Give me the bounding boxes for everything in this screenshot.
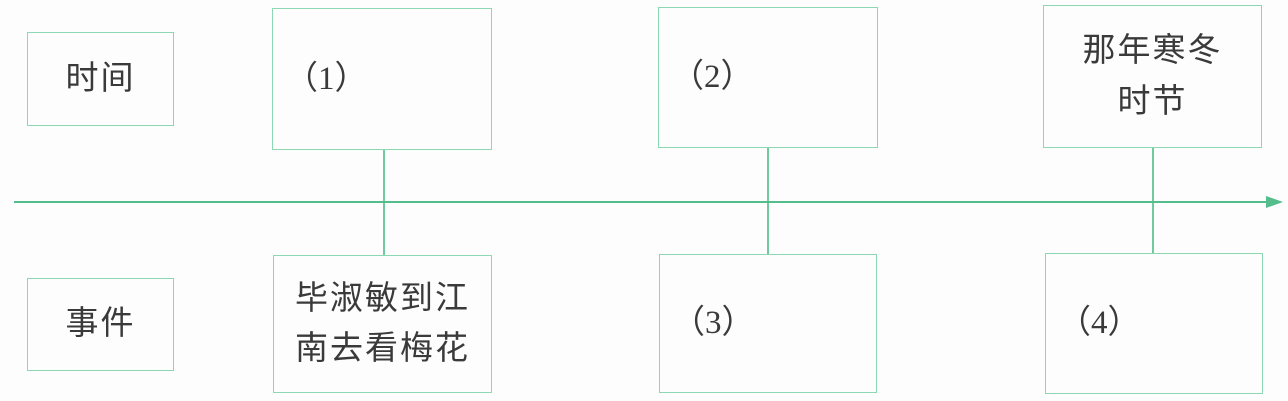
- time-box-3-line-1: 那年寒冬: [1082, 33, 1223, 70]
- event-box-1: 毕淑敏到江 南去看梅花: [273, 255, 492, 393]
- event-row-label-box: 事件: [27, 278, 174, 371]
- time-row-label: 时间: [65, 60, 136, 97]
- time-box-1: （1）: [272, 8, 492, 150]
- event-box-3: （4）: [1045, 253, 1263, 394]
- event-box-2: （3）: [659, 254, 877, 393]
- event-box-3-text: （4）: [1058, 305, 1141, 342]
- timeline-axis: [14, 201, 1268, 204]
- time-box-3: 那年寒冬 时节: [1043, 5, 1262, 148]
- event-row-label: 事件: [65, 306, 136, 343]
- time-box-3-line-2: 时节: [1117, 83, 1188, 120]
- time-box-1-text: （1）: [285, 60, 368, 97]
- timeline-arrowhead-icon: [1266, 196, 1283, 208]
- time-box-2: （2）: [658, 7, 878, 148]
- event-box-1-line-2: 南去看梅花: [295, 331, 470, 367]
- event-box-1-line-1: 毕淑敏到江: [295, 280, 470, 317]
- time-box-2-text: （2）: [671, 59, 754, 96]
- time-row-label-box: 时间: [27, 32, 174, 126]
- event-box-2-text: （3）: [672, 305, 755, 342]
